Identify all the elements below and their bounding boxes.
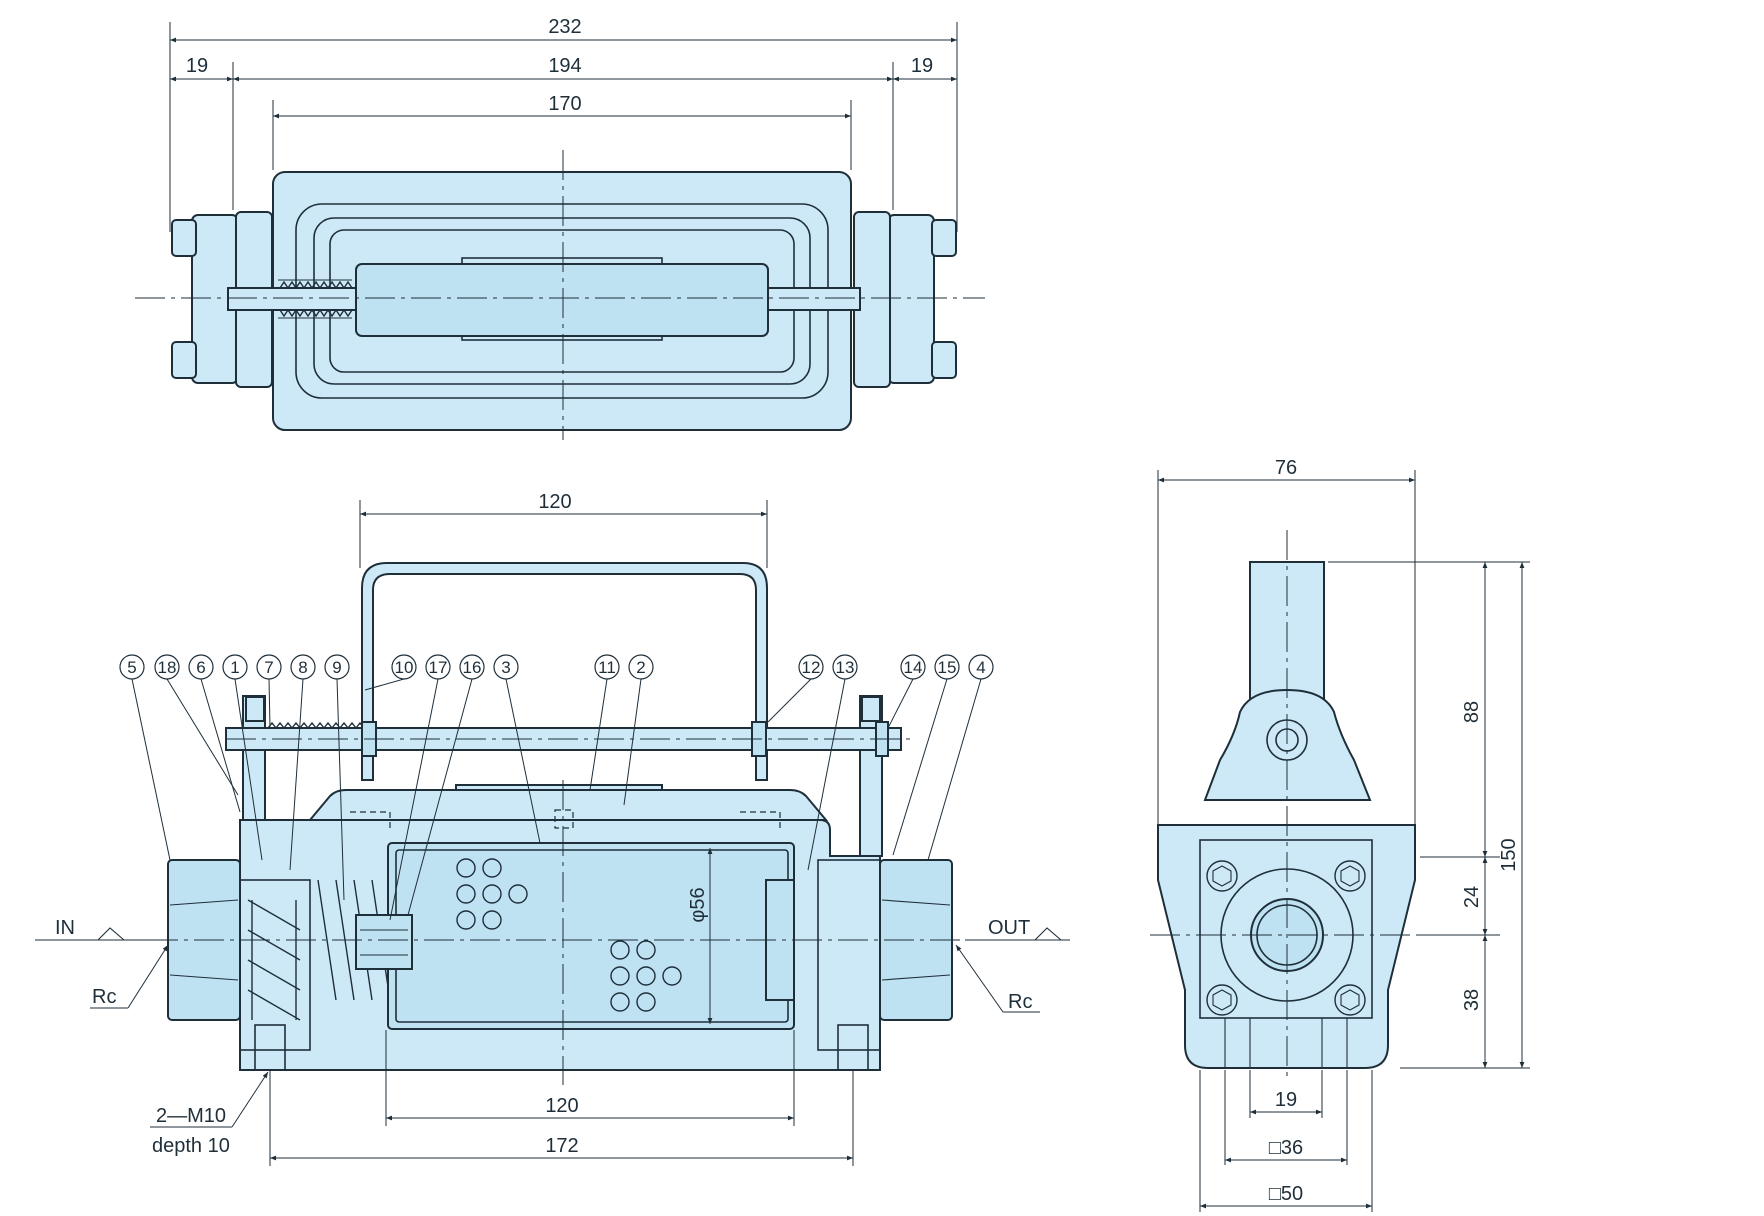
balloon-label-10: 10 [395,658,414,677]
label-in: IN [55,917,75,939]
dim-24: 24 [1461,886,1483,908]
mesh-pattern-lower [610,940,682,1012]
balloon-12 [798,654,824,680]
balloon-label-8: 8 [298,658,307,677]
bolt-top-right [1334,860,1366,892]
dim-phi56: φ56 [687,887,709,922]
balloon-label-3: 3 [501,658,510,677]
side-view: 76 88 24 38 [1150,457,1530,1212]
dim-19-side: 19 [1275,1089,1297,1111]
balloon-leader-4 [927,678,982,861]
label-mount-thread: 2—M10 [156,1105,226,1127]
balloon-label-15: 15 [938,658,957,677]
dim-120-handle: 120 [538,491,571,513]
balloon-6 [188,654,214,680]
balloon-18 [154,654,180,680]
dim-120-strainer: 120 [545,1095,578,1117]
balloon-leader-7 [268,678,271,729]
balloon-13 [832,654,858,680]
balloon-14 [900,654,926,680]
balloon-label-7: 7 [264,658,273,677]
balloon-label-2: 2 [636,658,645,677]
label-out: OUT [988,917,1030,939]
dim-150: 150 [1498,838,1520,871]
balloon-15 [934,654,960,680]
balloon-1 [222,654,248,680]
balloon-leader-18 [166,678,239,796]
dim-232: 232 [548,16,581,38]
balloon-leader-6 [200,678,241,813]
balloon-leader-12 [767,678,812,723]
balloon-label-17: 17 [429,658,448,677]
balloon-leader-13 [807,678,846,871]
dim-19-right: 19 [911,55,933,77]
balloon-label-6: 6 [196,658,205,677]
balloon-label-14: 14 [904,658,923,677]
label-rc-left: Rc [92,986,116,1008]
balloon-leader-3 [505,678,541,844]
label-mount-depth: depth 10 [152,1135,230,1157]
top-view: 232 19 194 19 170 [135,16,985,440]
balloon-label-5: 5 [127,658,136,677]
balloon-3 [493,654,519,680]
balloon-leader-2 [623,678,642,806]
dim-88: 88 [1461,701,1483,723]
balloon-leader-5 [131,678,171,861]
balloon-leader-10 [364,678,405,691]
dim-sq36: □36 [1269,1137,1303,1159]
front-view: 120 [35,491,1070,1166]
balloon-label-4: 4 [976,658,985,677]
balloon-leader-17 [389,678,439,921]
bolt-top-left [1206,860,1238,892]
balloon-label-18: 18 [158,658,177,677]
balloon-16 [459,654,485,680]
balloon-leader-15 [892,678,948,856]
balloon-leader-11 [589,678,608,791]
balloon-11 [594,654,620,680]
balloon-2 [628,654,654,680]
dim-19-left: 19 [186,55,208,77]
balloon-9 [324,654,350,680]
dim-170: 170 [548,93,581,115]
dim-sq50: □50 [1269,1183,1303,1205]
bolt-bottom-right [1334,984,1366,1016]
balloon-10 [391,654,417,680]
balloon-label-13: 13 [836,658,855,677]
balloon-leader-14 [887,678,914,729]
bolt-bottom-left [1206,984,1238,1016]
dim-194: 194 [548,55,581,77]
balloon-label-16: 16 [463,658,482,677]
balloon-leader-16 [407,678,473,916]
balloon-7 [256,654,282,680]
balloon-leader-8 [289,678,304,871]
dim-172: 172 [545,1135,578,1157]
balloon-leader-1 [234,678,263,861]
balloon-5 [119,654,145,680]
balloon-label-1: 1 [230,658,239,677]
balloon-17 [425,654,451,680]
balloon-label-11: 11 [598,658,616,677]
balloon-8 [290,654,316,680]
balloon-4 [968,654,994,680]
balloon-leader-9 [336,678,345,901]
balloon-label-9: 9 [332,658,341,677]
mesh-pattern-upper [456,858,528,930]
dim-76: 76 [1275,457,1297,479]
label-rc-right: Rc [1008,991,1032,1013]
balloon-label-12: 12 [802,658,821,677]
dim-38: 38 [1461,989,1483,1011]
